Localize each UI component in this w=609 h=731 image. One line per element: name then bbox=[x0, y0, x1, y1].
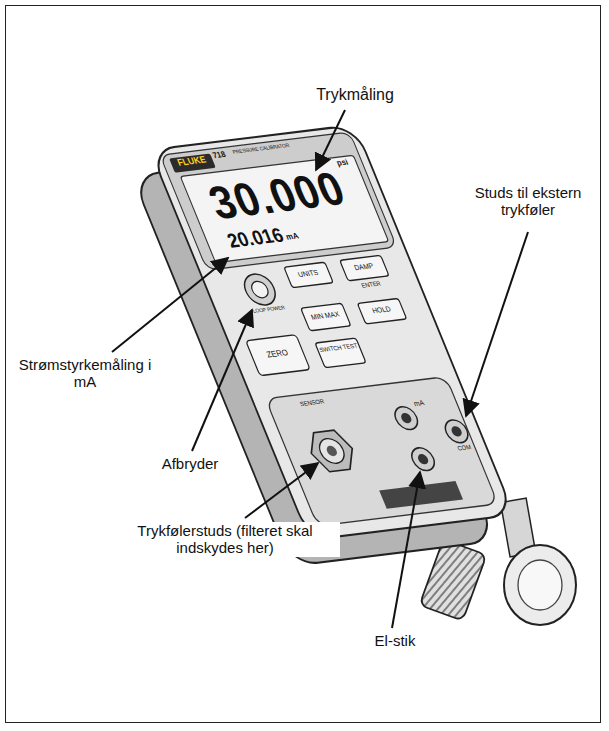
port-label: SENSOR bbox=[283, 396, 341, 409]
button-label: DAMP bbox=[342, 260, 386, 273]
jack-label: COM bbox=[449, 443, 480, 453]
callout-label: Trykmåling bbox=[300, 86, 410, 104]
pressure-knob bbox=[501, 498, 576, 625]
housing-face bbox=[150, 125, 514, 540]
button-label: ENTER bbox=[349, 279, 393, 290]
button-label: HOLD bbox=[359, 304, 403, 317]
button-label: UNITS bbox=[286, 267, 330, 280]
current-reading: 20.016 bbox=[213, 225, 286, 253]
brand-logo: FLUKE bbox=[170, 154, 215, 169]
button-label: ZERO bbox=[251, 347, 305, 362]
callout-label: Strømstyrkemåling i mA bbox=[10, 356, 160, 391]
button-label: SWITCH TEST bbox=[317, 342, 361, 353]
jack-label: mA bbox=[413, 397, 438, 407]
callout-label: Trykfølerstuds (filteret skal indskydes … bbox=[110, 522, 340, 557]
callout-label: Studs til ekstern trykføler bbox=[462, 184, 594, 219]
model-name: PRESSURE CALIBRATOR bbox=[232, 141, 309, 156]
unit-indicator: mA bbox=[285, 231, 307, 242]
model-number: 718 bbox=[211, 150, 233, 161]
callout-label: Afbryder bbox=[140, 455, 240, 472]
button-label: MIN MAX bbox=[303, 309, 347, 322]
button-label: LOOP POWER bbox=[245, 304, 294, 315]
callout-label: El-stik bbox=[350, 632, 440, 649]
pressure-reading: 30.000 bbox=[188, 163, 365, 230]
